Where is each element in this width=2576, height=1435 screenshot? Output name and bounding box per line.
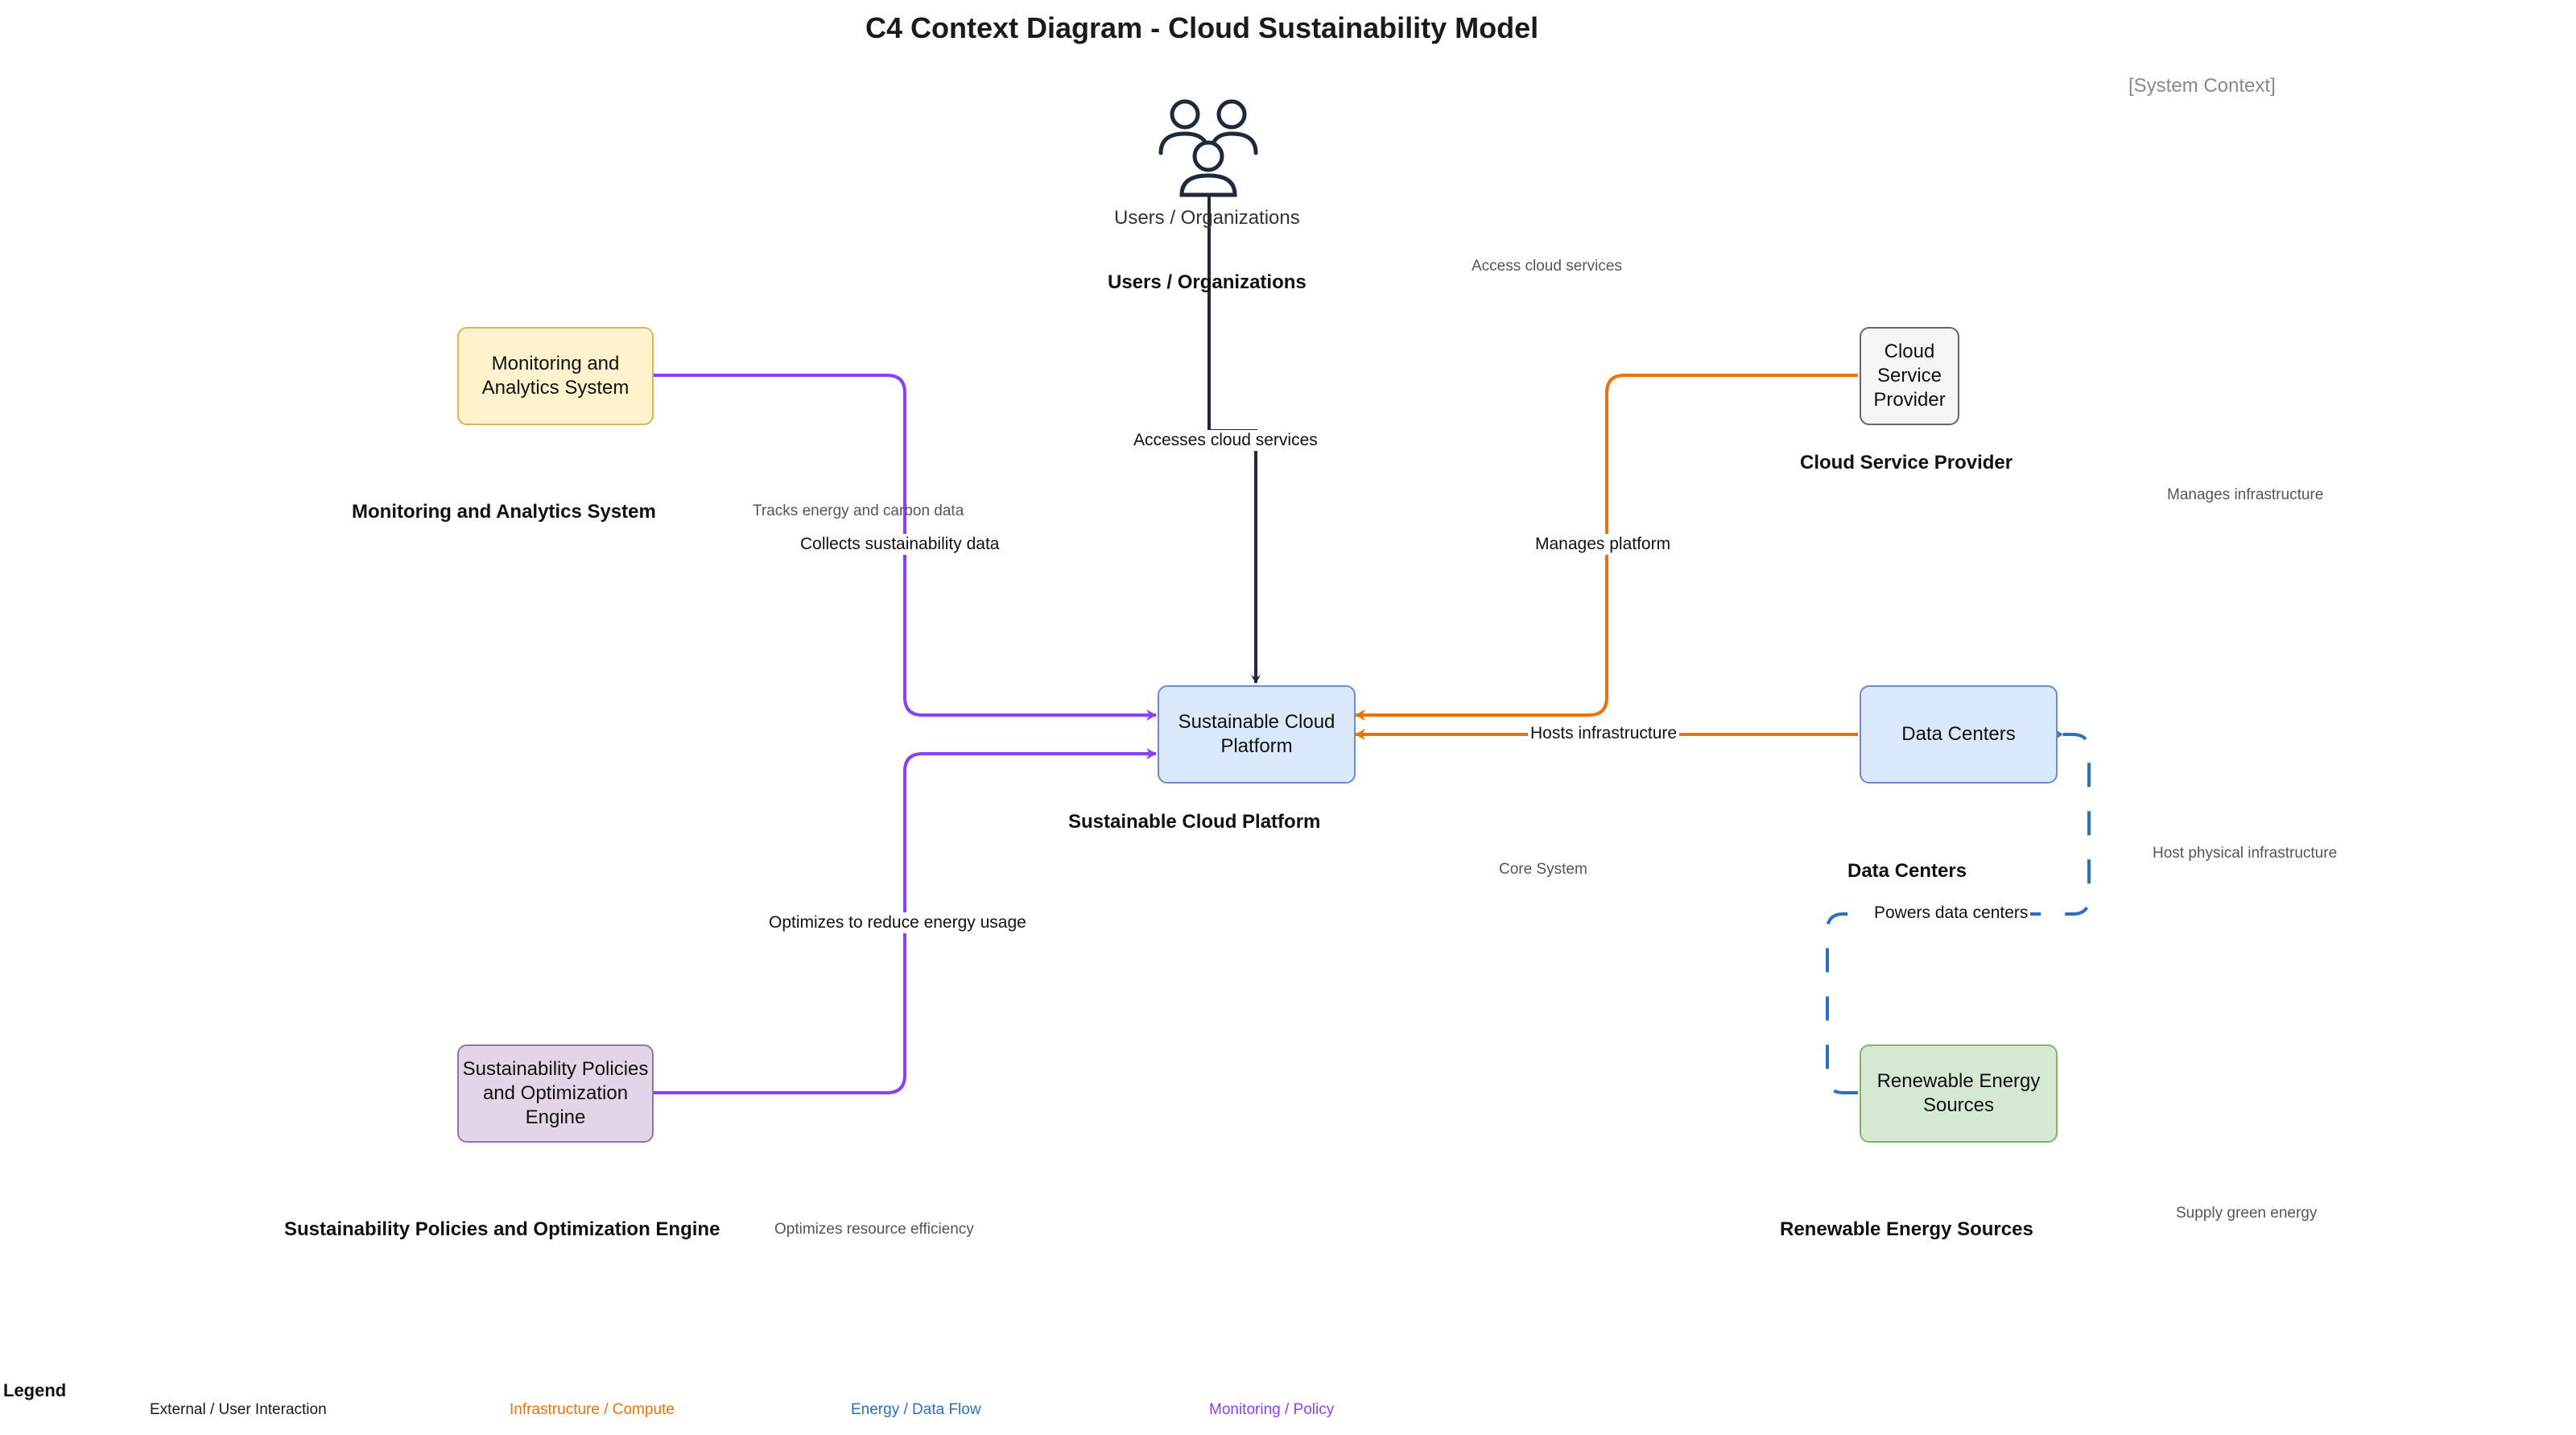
legend-title: Legend bbox=[3, 1380, 67, 1400]
edge-label-datacenters-platform: Hosts infrastructure bbox=[1528, 723, 1680, 744]
node-renewable-line1: Renewable Energy bbox=[1876, 1070, 2041, 1092]
context-tag: [System Context] bbox=[2128, 75, 2276, 97]
node-datacenters[interactable]: Data Centers bbox=[1860, 685, 2058, 784]
renewable-note: Supply green energy bbox=[2176, 1205, 2318, 1222]
renewable-label: Renewable Energy Sources bbox=[1780, 1218, 2033, 1240]
datacenters-note: Host physical infrastructure bbox=[2153, 845, 2338, 862]
node-policies-line3: Engine bbox=[525, 1106, 586, 1128]
policies-note: Optimizes resource efficiency bbox=[774, 1221, 974, 1238]
node-platform-line1: Sustainable Cloud bbox=[1178, 711, 1335, 733]
node-datacenters-line1: Data Centers bbox=[1901, 723, 2016, 745]
legend-item-energy: Energy / Data Flow bbox=[851, 1401, 981, 1418]
monitoring-note: Tracks energy and carbon data bbox=[753, 502, 964, 519]
node-renewable-line2: Sources bbox=[1922, 1094, 1995, 1116]
node-monitoring-line1: Monitoring and bbox=[491, 353, 620, 374]
edge-label-provider-platform: Manages platform bbox=[1533, 534, 1674, 555]
legend-item-external: External / User Interaction bbox=[150, 1401, 327, 1418]
node-policies-line1: Sustainability Policies bbox=[462, 1058, 649, 1080]
users-note: Access cloud services bbox=[1472, 258, 1622, 275]
node-provider-line3: Provider bbox=[1873, 389, 1946, 411]
provider-note: Manages infrastructure bbox=[2167, 486, 2324, 503]
node-platform-line2: Platform bbox=[1220, 735, 1293, 757]
node-provider-line2: Service bbox=[1876, 365, 1942, 387]
legend-item-monitoring: Monitoring / Policy bbox=[1209, 1401, 1335, 1418]
users-label: Users / Organizations bbox=[1108, 271, 1307, 293]
policies-label: Sustainability Policies and Optimization… bbox=[284, 1218, 720, 1240]
platform-label: Sustainable Cloud Platform bbox=[1068, 811, 1321, 833]
diagram-title: C4 Context Diagram - Cloud Sustainabilit… bbox=[865, 11, 1539, 44]
edge-label-users-platform: Accesses cloud services bbox=[1131, 430, 1320, 451]
legend-item-infrastructure: Infrastructure / Compute bbox=[510, 1401, 675, 1418]
monitoring-label: Monitoring and Analytics System bbox=[352, 501, 656, 523]
users-group-icon bbox=[1158, 99, 1258, 197]
node-provider-line1: Cloud bbox=[1884, 341, 1935, 362]
edge-label-policies-platform: Optimizes to reduce energy usage bbox=[766, 912, 1029, 933]
node-policies-line2: and Optimization bbox=[482, 1082, 629, 1104]
edge-label-monitoring-platform: Collects sustainability data bbox=[798, 534, 1002, 555]
users-caption: Users / Organizations bbox=[1114, 207, 1300, 229]
provider-label: Cloud Service Provider bbox=[1800, 452, 2013, 474]
edge-label-renewable-datacenters: Powers data centers bbox=[1872, 903, 2031, 924]
node-monitoring-line2: Analytics System bbox=[481, 377, 630, 399]
datacenters-label: Data Centers bbox=[1847, 860, 1967, 882]
platform-note: Core System bbox=[1499, 861, 1587, 878]
